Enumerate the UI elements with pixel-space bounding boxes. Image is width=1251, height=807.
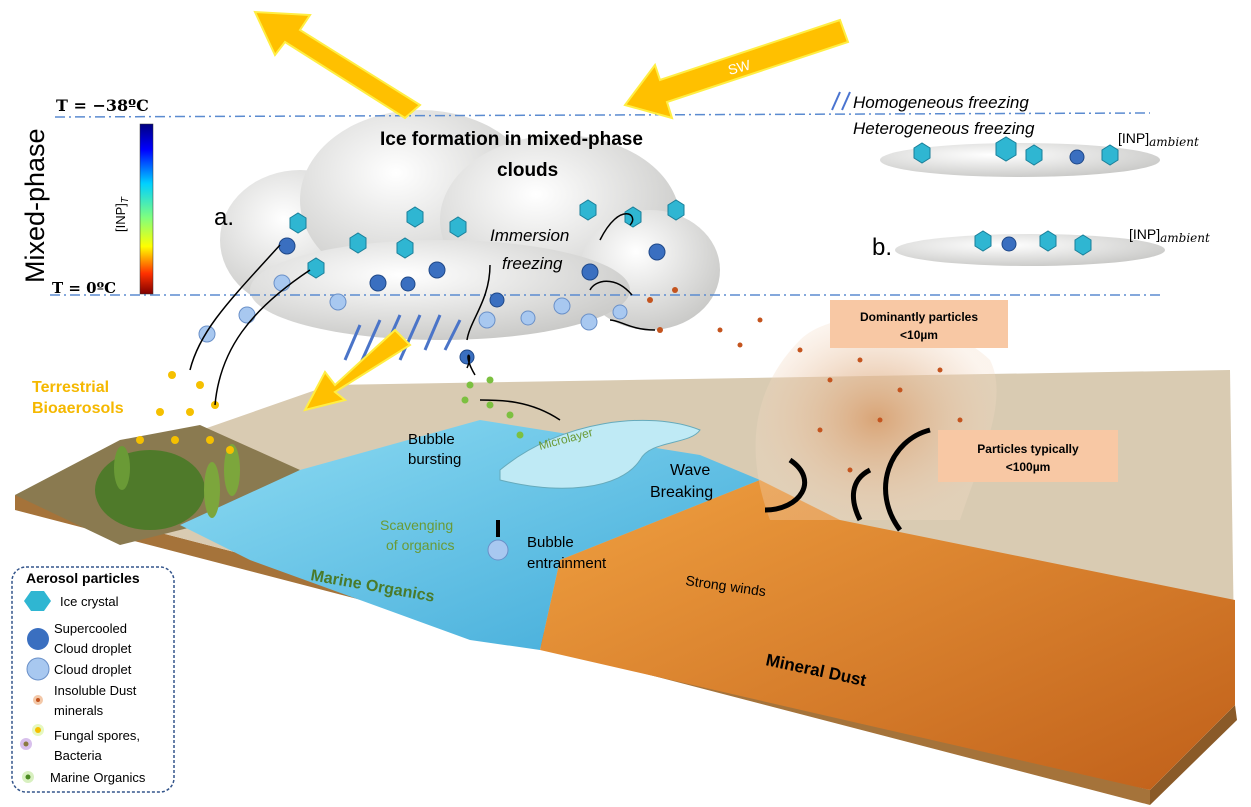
legend-fungal-icon bbox=[35, 727, 41, 733]
inp-colorbar bbox=[139, 123, 154, 295]
wave-breaking bbox=[499, 419, 701, 489]
dust-plume bbox=[755, 318, 997, 520]
large-particles-box bbox=[938, 430, 1118, 482]
legend-item: Cloud droplet bbox=[54, 662, 132, 677]
minus38-line bbox=[54, 112, 1151, 118]
legend-marine-icon bbox=[25, 774, 31, 780]
legend-item: Fungal spores, bbox=[54, 728, 140, 743]
legend-dust-icon bbox=[36, 698, 40, 702]
legend-cloud-droplet-icon bbox=[26, 657, 50, 681]
wave-breaking-1: Wave bbox=[670, 462, 710, 479]
legend-item: Cloud droplet bbox=[54, 641, 132, 656]
mixed-phase-cloud bbox=[220, 110, 720, 340]
scavenging-2: of organics bbox=[386, 537, 454, 553]
sw-label: SW bbox=[726, 56, 753, 77]
ambient-cloud-upper bbox=[880, 143, 1160, 177]
scavenging-1: Scavenging bbox=[380, 517, 453, 533]
colorbar-label: [INP]T bbox=[113, 196, 131, 232]
transport-arrows bbox=[189, 213, 656, 421]
side-label: Mixed-phase bbox=[20, 128, 50, 283]
inp-ambient-lower: [INP]ambient bbox=[1129, 226, 1210, 245]
large-box-line2: <100µm bbox=[1006, 460, 1051, 474]
dust-uplift-arrows bbox=[764, 427, 931, 532]
immersion-label-2: freezing bbox=[502, 254, 563, 273]
ambient-cloud-lower bbox=[895, 234, 1165, 266]
downward-arrow bbox=[303, 328, 412, 412]
legend-supercooled-icon bbox=[27, 628, 49, 650]
marine-organic-particles bbox=[461, 376, 524, 439]
immersion-label-1: Immersion bbox=[490, 226, 569, 245]
radiation-arrows bbox=[253, 10, 850, 412]
bubble-entrainment-2: entrainment bbox=[527, 555, 607, 572]
legend: Aerosol particles Ice crystal Supercoole… bbox=[26, 570, 146, 785]
break-marks bbox=[831, 91, 851, 111]
small-box-line1: Dominantly particles bbox=[860, 310, 978, 324]
legend-item: Supercooled bbox=[54, 621, 127, 636]
dust-particles bbox=[647, 287, 963, 473]
legend-item: Marine Organics bbox=[50, 770, 146, 785]
legend-item: Insoluble Dust bbox=[54, 683, 137, 698]
legend-ice-crystal-icon bbox=[24, 591, 51, 611]
bubble-entrainment-1: Bubble bbox=[527, 534, 574, 551]
temp-top: T = −38ºC bbox=[56, 96, 149, 115]
legend-bacteria-icon bbox=[23, 741, 29, 747]
title-line1: Ice formation in mixed-phase bbox=[380, 129, 643, 150]
small-box-line2: <10µm bbox=[900, 328, 938, 342]
legend-item: minerals bbox=[54, 703, 104, 718]
bubble-bursting-1: Bubble bbox=[408, 431, 455, 448]
precipitation bbox=[343, 314, 462, 366]
outgoing-arrow bbox=[253, 10, 422, 120]
panel-b-label: b. bbox=[872, 234, 892, 261]
large-box-line1: Particles typically bbox=[977, 442, 1079, 456]
small-particles-box bbox=[830, 300, 1008, 348]
terrestrial-label-1: Terrestrial bbox=[32, 379, 109, 396]
wave-breaking-2: Breaking bbox=[650, 484, 713, 501]
legend-item: Ice crystal bbox=[60, 594, 119, 609]
title-line2: clouds bbox=[497, 160, 558, 181]
legend-item: Bacteria bbox=[54, 748, 102, 763]
inp-ambient-upper: [INP]ambient bbox=[1118, 130, 1199, 149]
terrestrial-label-2: Bioaerosols bbox=[32, 400, 124, 417]
desert-region bbox=[540, 480, 1235, 790]
sw-arrow bbox=[623, 18, 850, 120]
trees bbox=[95, 444, 240, 530]
legend-box bbox=[11, 566, 175, 793]
homogeneous-label: Homogeneous freezing bbox=[853, 93, 1029, 112]
bubble-bursting-2: bursting bbox=[408, 451, 461, 468]
heterogeneous-label: Heterogeneous freezing bbox=[853, 119, 1035, 138]
panel-a-label: a. bbox=[214, 204, 234, 231]
legend-title: Aerosol particles bbox=[26, 570, 140, 586]
temp-bottom: T = 0ºC bbox=[52, 279, 116, 297]
